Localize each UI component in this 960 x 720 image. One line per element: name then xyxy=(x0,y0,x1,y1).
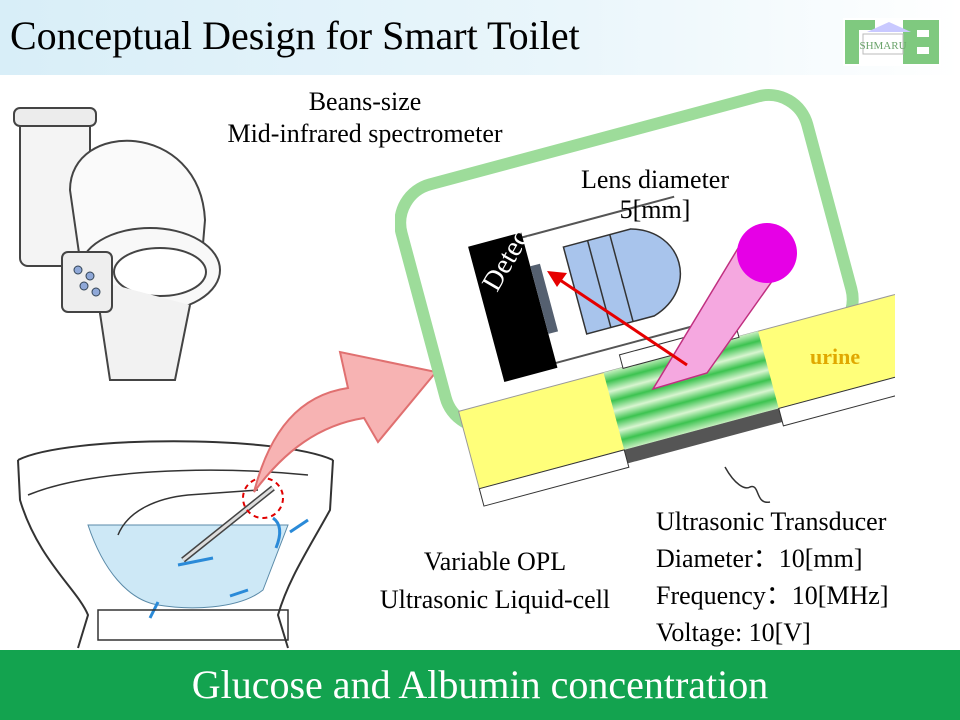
slide-title: Conceptual Design for Smart Toilet xyxy=(10,13,580,58)
spectrometer-title-line2: Mid-infrared spectrometer xyxy=(227,119,503,148)
pointer-arrow-icon xyxy=(253,350,438,493)
liquid-cell-label-line2: Ultrasonic Liquid-cell xyxy=(379,585,611,614)
transducer-voltage: Voltage: 10[V] xyxy=(656,618,811,647)
lens-label-line1: Lens diameter xyxy=(581,165,729,194)
lens-label-line2: 5[mm] xyxy=(619,195,691,224)
logo-text: SHMARU xyxy=(859,40,906,52)
spectrometer-title-line1: Beans-size xyxy=(308,87,422,116)
transducer-frequency: Frequency：10[MHz] xyxy=(656,581,889,610)
footer-bar: Glucose and Albumin concentration xyxy=(0,650,960,720)
spectrometer-diagram: Detector urine xyxy=(395,89,895,507)
liquid-cell-label-line1: Variable OPL xyxy=(423,547,567,576)
footer-caption: Glucose and Albumin concentration xyxy=(191,662,769,707)
urine-label: urine xyxy=(810,344,860,369)
title-bar xyxy=(0,0,960,75)
lab-logo-icon: SHMARU xyxy=(843,18,941,66)
transducer-name: Ultrasonic Transducer xyxy=(656,507,887,536)
toilet-illustration xyxy=(13,107,221,381)
transducer-diameter: Diameter：10[mm] xyxy=(656,544,863,573)
